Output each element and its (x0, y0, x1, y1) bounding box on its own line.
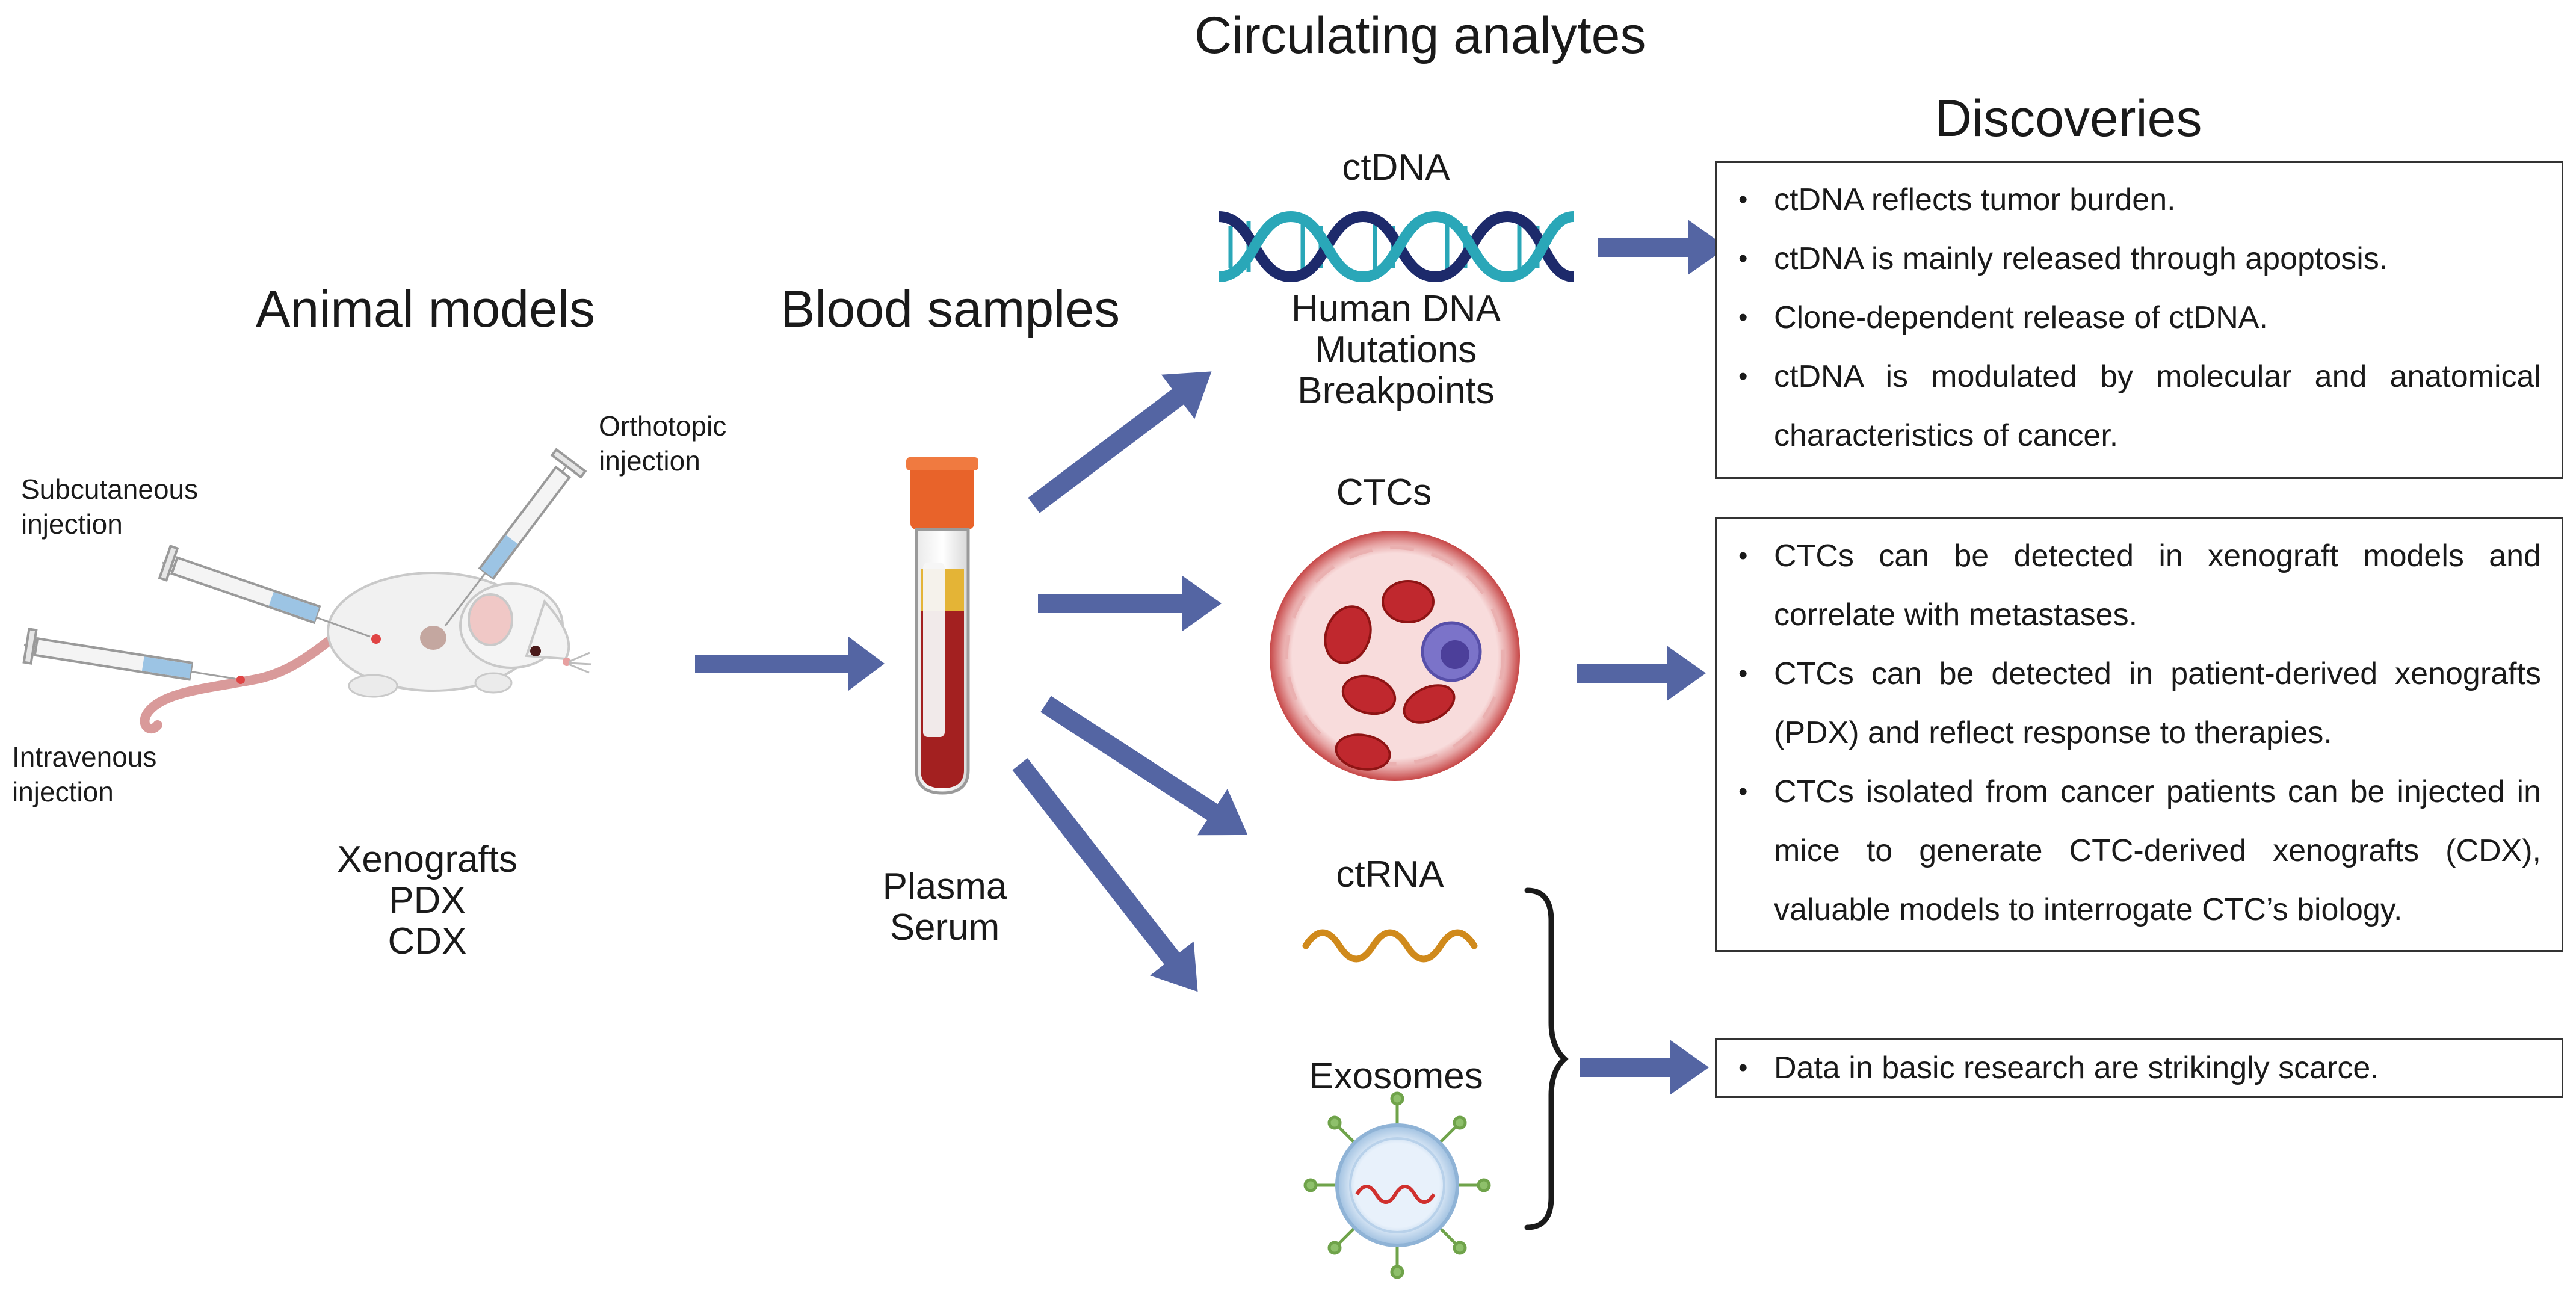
arrows (695, 220, 1727, 1095)
subcutaneous-injection-label: Subcutaneous injection (21, 472, 198, 541)
arrow-tube-to-ctdna (1028, 371, 1212, 513)
intravenous-line-2: injection (12, 776, 114, 807)
discoveries-heading: Discoveries (1935, 90, 2202, 147)
ctcs-title: CTCs (1336, 472, 1432, 513)
model-cdx: CDX (388, 921, 467, 963)
subcutaneous-line-1: Subcutaneous (21, 474, 199, 505)
ctdna-title: ctDNA (1342, 147, 1450, 188)
ctdna-discovery-item: Clone-dependent release of ctDNA. (1717, 288, 2562, 347)
arrow-tube-to-ctrna (1040, 696, 1248, 836)
arrow-tube-to-ctcs (1038, 576, 1222, 631)
blood-samples-heading: Blood samples (780, 280, 1120, 338)
ctdna-discoveries-box: ctDNA reflects tumor burden. ctDNA is ma… (1715, 161, 2563, 479)
circulating-analytes-heading: Circulating analytes (1194, 7, 1646, 64)
model-types-label: Xenografts PDX CDX (337, 839, 517, 963)
sample-plasma: Plasma (882, 866, 1007, 907)
blood-vessel-illustration (1270, 531, 1520, 781)
ctdna-discovery-item: ctDNA reflects tumor burden. (1717, 170, 2562, 229)
model-xenografts: Xenografts (337, 839, 517, 880)
orthotopic-injection-label: Orthotopic injection (599, 409, 726, 478)
sample-types-label: Plasma Serum (854, 866, 1035, 948)
other-discoveries-box: Data in basic research are strikingly sc… (1715, 1038, 2563, 1098)
syringe-subcutaneous (158, 545, 371, 638)
ctdna-details: Human DNA Mutations Breakpoints (1270, 288, 1522, 412)
intravenous-injection-label: Intravenous injection (12, 740, 156, 809)
ctdna-detail-human-dna: Human DNA (1291, 288, 1501, 330)
ctdna-discovery-item: ctDNA is mainly released through apoptos… (1717, 229, 2562, 288)
rna-strand-illustration (1302, 929, 1478, 963)
arrow-tube-to-exosomes (1012, 758, 1198, 992)
arrow-ctcs-to-box (1577, 646, 1706, 701)
exosomes-title: Exosomes (1309, 1055, 1483, 1097)
mouse-illustration (22, 448, 592, 733)
model-pdx: PDX (389, 880, 466, 922)
ctdna-discovery-item: ctDNA is modulated by molecular and anat… (1717, 347, 2562, 465)
ctcs-discovery-item: CTCs can be detected in xenograft models… (1717, 526, 2562, 644)
intravenous-line-1: Intravenous (12, 741, 157, 773)
arrow-bracket-to-box (1580, 1040, 1709, 1095)
sample-serum: Serum (889, 907, 1000, 949)
subcutaneous-line-2: injection (21, 508, 123, 540)
ctcs-discoveries-box: CTCs can be detected in xenograft models… (1715, 517, 2563, 952)
syringe-intravenous (22, 628, 235, 681)
other-discovery-item: Data in basic research are strikingly sc… (1717, 1040, 2562, 1096)
dna-helix-illustration (1218, 211, 1575, 283)
ctcs-discovery-item: CTCs isolated from cancer patients can b… (1717, 762, 2562, 939)
ctdna-detail-mutations: Mutations (1315, 329, 1477, 371)
orthotopic-line-2: injection (599, 445, 700, 477)
exosome-illustration (1303, 1091, 1491, 1279)
ctcs-discovery-item: CTCs can be detected in patient-derived … (1717, 644, 2562, 762)
ctdna-detail-breakpoints: Breakpoints (1297, 370, 1495, 412)
orthotopic-line-1: Orthotopic (599, 410, 727, 442)
grouping-brace (1524, 887, 1569, 1230)
arrow-mouse-to-tube (695, 637, 885, 691)
ctrna-title: ctRNA (1336, 854, 1444, 895)
syringe-orthotopic (444, 448, 587, 626)
arrow-ctdna-to-box (1598, 220, 1727, 275)
blood-tube-illustration (906, 457, 978, 795)
animal-models-heading: Animal models (256, 280, 595, 338)
